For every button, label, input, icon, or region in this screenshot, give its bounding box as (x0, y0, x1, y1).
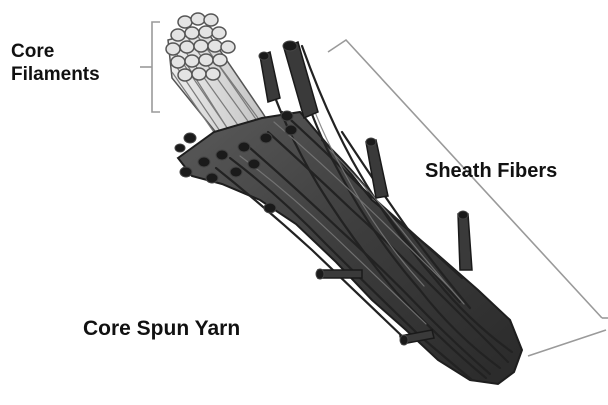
sheath-fibers-label: Sheath Fibers (425, 160, 557, 183)
core-bracket (140, 22, 160, 112)
core-spun-yarn-title: Core Spun Yarn (83, 317, 240, 341)
core-label-line2: Filaments (11, 63, 100, 86)
core-label-line1: Core (11, 40, 100, 63)
core-filaments-label: Core Filaments (11, 40, 100, 86)
